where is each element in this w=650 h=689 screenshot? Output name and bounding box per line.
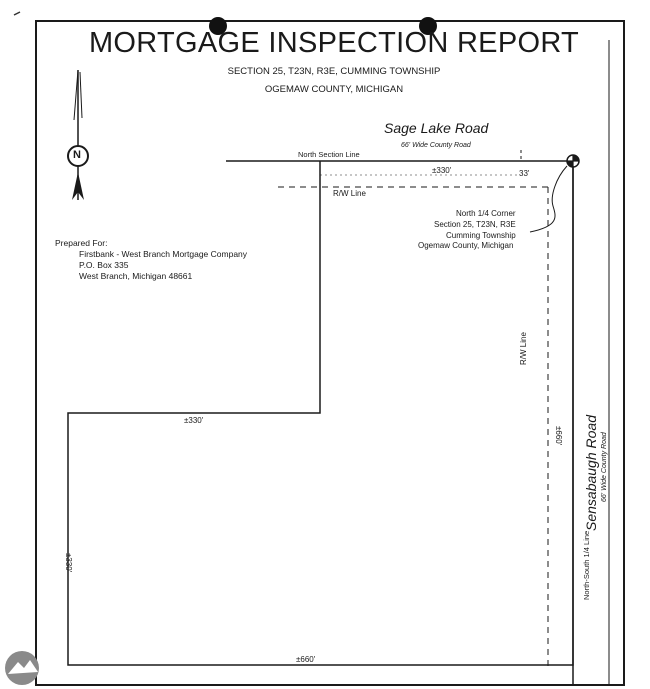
- north-south-quarter-label: North-South 1/4 Line: [582, 530, 591, 600]
- page-border: [35, 20, 625, 686]
- county-subtitle: OGEMAW COUNTY, MICHIGAN: [264, 84, 404, 95]
- inner-step-dimension: ±330': [184, 416, 204, 425]
- corner-note-line-3: Cumming Township: [446, 231, 516, 240]
- east-side-dimension: ±660': [554, 426, 563, 446]
- sensabaugh-road-name: Sensabaugh Road: [583, 415, 599, 531]
- sensabaugh-road-desc: 66' Wide County Road: [601, 432, 608, 502]
- prepared-for-line-2: P.O. Box 335: [79, 260, 129, 270]
- corner-note-line-1: North 1/4 Corner: [456, 209, 516, 218]
- scan-mark: [13, 11, 21, 16]
- report-title: MORTGAGE INSPECTION REPORT: [88, 27, 580, 59]
- brand-logo: [5, 651, 39, 685]
- left-side-dimension: ±330': [64, 553, 73, 573]
- rw-line-east-label: R/W Line: [519, 332, 528, 365]
- section-corner-symbol: [566, 154, 580, 168]
- north-arrow-circle: [67, 145, 89, 167]
- north-section-line-label: North Section Line: [298, 150, 360, 159]
- binder-hole-right: [419, 17, 437, 35]
- row-offset-dimension: 33': [519, 169, 530, 178]
- corner-note-line-4: Ogemaw County, Michigan: [418, 241, 514, 250]
- binder-hole-left: [209, 17, 227, 35]
- rw-line-north-label: R/W Line: [333, 189, 366, 198]
- prepared-for-heading: Prepared For:: [55, 238, 108, 248]
- bottom-dimension: ±660': [296, 655, 316, 664]
- north-arrow: [67, 69, 89, 200]
- top-dimension: ±330': [432, 166, 452, 175]
- prepared-for-line-1: Firstbank - West Branch Mortgage Company: [79, 249, 248, 259]
- corner-note-line-2: Section 25, T23N, R3E: [434, 220, 516, 229]
- sage-lake-road-desc: 66' Wide County Road: [401, 142, 471, 149]
- sage-lake-road-name: Sage Lake Road: [384, 120, 489, 136]
- section-subtitle: SECTION 25, T23N, R3E, CUMMING TOWNSHIP: [227, 66, 441, 77]
- prepared-for-line-3: West Branch, Michigan 48661: [79, 271, 193, 281]
- north-arrow-letter: N: [73, 149, 81, 161]
- corner-leader: [529, 165, 568, 233]
